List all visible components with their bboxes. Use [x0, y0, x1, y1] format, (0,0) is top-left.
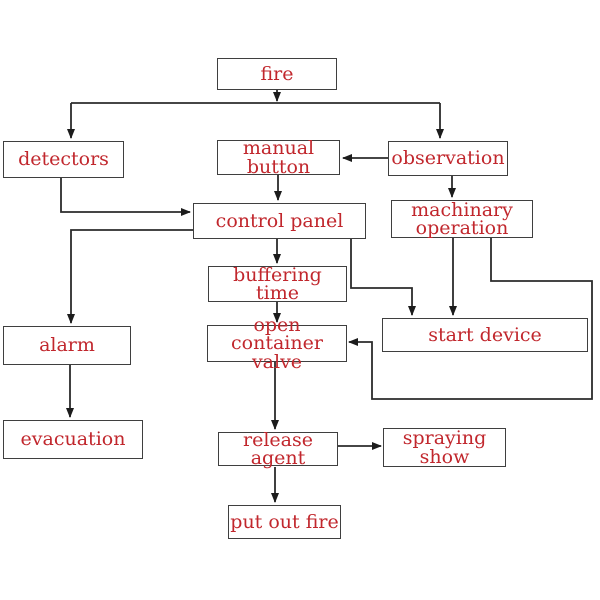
- edge-control-panel-to-start-device: [350, 239, 416, 316]
- node-manual-button: manual button: [217, 139, 340, 176]
- node-release-agent: release agent: [218, 430, 338, 468]
- node-open-container-valve: open container valve: [207, 316, 347, 371]
- node-fire: fire: [217, 58, 337, 90]
- node-alarm: alarm: [3, 326, 131, 365]
- edge-detectors-to-control-panel: [60, 178, 191, 216]
- node-spraying-show: spraying show: [383, 428, 506, 467]
- edge-machinary-operation-to-valve: [348, 238, 593, 400]
- node-start-device: start device: [382, 318, 588, 352]
- node-detectors: detectors: [3, 141, 124, 178]
- node-buffering-time: buffering time: [208, 265, 347, 303]
- node-put-out-fire: put out fire: [228, 505, 341, 539]
- node-evacuation: evacuation: [3, 420, 143, 459]
- edge-control-panel-to-alarm: [67, 229, 193, 324]
- node-observation: observation: [388, 141, 508, 176]
- node-control-panel: control panel: [193, 203, 366, 239]
- node-machinary-operation: machinary operation: [391, 200, 533, 238]
